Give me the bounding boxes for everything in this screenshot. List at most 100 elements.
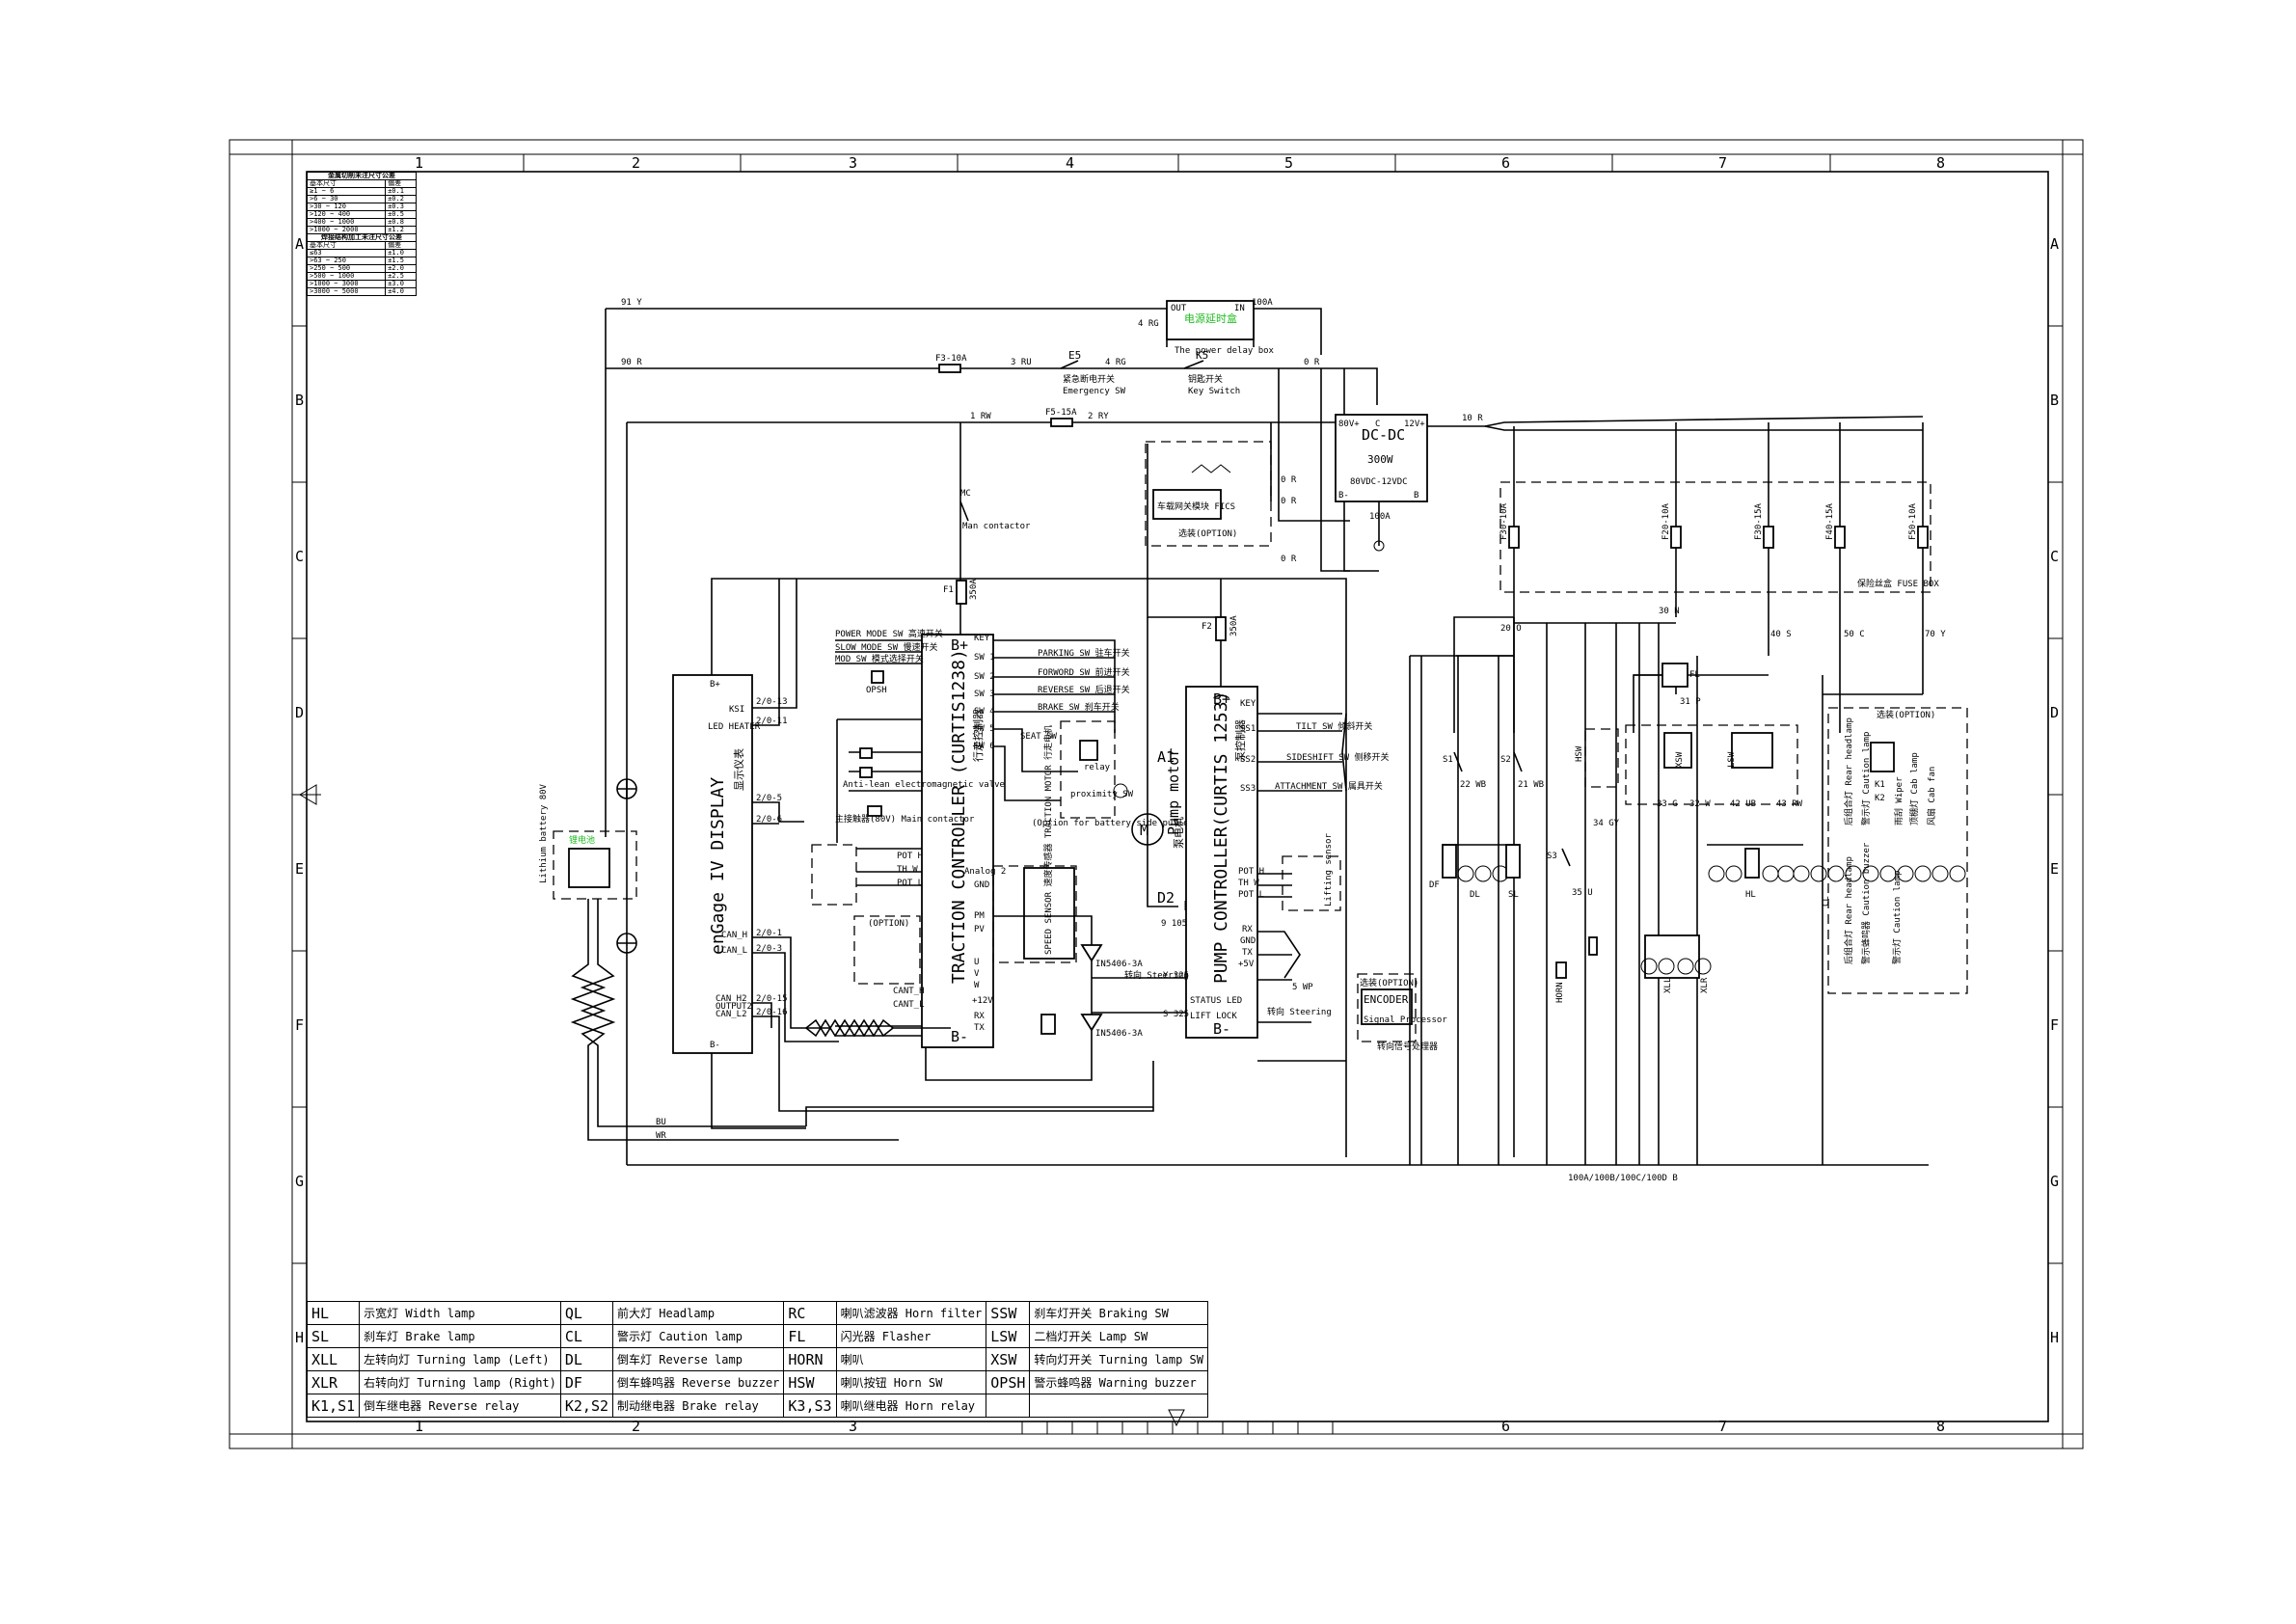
display-pin-bplus: B+ xyxy=(710,680,720,690)
encoder-name: ENCODER xyxy=(1364,993,1409,1006)
switch-s1: S1 xyxy=(1443,755,1453,765)
row-left: C xyxy=(295,548,304,565)
pump-pin: SS3 xyxy=(1240,784,1256,794)
option-item: 雨刮 Wiper xyxy=(1893,776,1904,826)
legend-desc: 左转向灯 Turning lamp (Left) xyxy=(359,1347,561,1371)
pump-controller: PUMP CONTROLLER(CURTIS 1253) 泵控制器 B+ B- … xyxy=(1092,579,1447,1052)
fuse-f40 xyxy=(1834,526,1846,549)
key-switch-name-cn: 钥匙开关 xyxy=(1188,373,1223,385)
row-left: E xyxy=(295,860,304,878)
fuse-f30b-label: F30-15A xyxy=(1754,502,1764,540)
legend-code xyxy=(986,1394,1031,1418)
legend-code: QL xyxy=(559,1301,614,1325)
pump-pin: +5V xyxy=(1238,960,1255,969)
battery-label: Lithium battery 80V xyxy=(539,783,549,883)
traction-pin: Analog 2 xyxy=(964,867,1006,877)
wire-label: 4 RG xyxy=(1105,358,1126,367)
traction-pin: PM xyxy=(974,911,985,921)
display-name: enGage IV DISPLAY xyxy=(708,777,728,955)
key-switch-code: K5 xyxy=(1196,349,1208,362)
legend-desc: 喇叭继电器 Horn relay xyxy=(835,1394,987,1418)
col-top: 8 xyxy=(1936,154,1945,172)
main-12v-wire: 10 R xyxy=(1462,414,1483,423)
wire-label: 42 UB xyxy=(1730,799,1756,809)
lamp-cl: CL xyxy=(1822,896,1831,907)
display-pin-output2: OUTPUT2 xyxy=(716,1002,752,1012)
lamp-row-left: DF DL SL xyxy=(1429,844,1521,900)
emergency-name-cn: 紧急断电开关 xyxy=(1063,373,1115,385)
wire-label: 0 R xyxy=(1304,358,1320,367)
encoder-option: 选装(OPTION) xyxy=(1360,977,1418,988)
col-bottom: 3 xyxy=(849,1418,857,1435)
power-delay-box: 电源延时盒 OUT IN The power delay box 100A xyxy=(1166,298,1275,356)
top-wiring xyxy=(605,308,1379,837)
pump-motor-en: Pump motor xyxy=(1165,748,1182,835)
wire-label: 0 R xyxy=(1281,475,1297,485)
wire-label: 70 Y xyxy=(1925,630,1946,639)
row-right: F xyxy=(2050,1016,2059,1034)
switch-xsw: XSW xyxy=(1675,751,1685,768)
display-pin-canl2: CAN_L2 xyxy=(716,1010,747,1019)
row-right: E xyxy=(2050,860,2059,878)
pump-steering-b: 转向 Steering xyxy=(1267,1006,1332,1017)
traction-switch-label: SEAT SW xyxy=(1020,732,1058,742)
proximity-label: proximity SW xyxy=(1070,790,1134,799)
wire-label: 30 N xyxy=(1659,607,1680,616)
pump-switch-label: SIDESHIFT SW 侧移开关 xyxy=(1286,751,1389,763)
display-pin-ksi: KSI xyxy=(729,705,744,715)
display-wire-canl-b: 2/0-3 xyxy=(756,944,782,954)
wire-label: 3 RU xyxy=(1011,358,1032,367)
legend-desc: 闪光器 Flasher xyxy=(835,1324,987,1348)
traction-switch-label: PARKING SW 驻车开关 xyxy=(1038,647,1130,659)
power-delay-caption: The power delay box xyxy=(1175,346,1275,356)
traction-pin: RX xyxy=(974,1012,985,1021)
pump-wire-c: S 325 xyxy=(1163,1010,1189,1019)
traction-pin: GND xyxy=(974,880,989,890)
legend-code: K3,S3 xyxy=(783,1394,837,1418)
wire-label: 20 O xyxy=(1500,624,1522,634)
legend-code: K2,S2 xyxy=(559,1394,614,1418)
option-item: 警示灯 Caution lamp xyxy=(1891,871,1903,964)
traction-left-label: OPSH xyxy=(866,686,887,695)
legend-code: CL xyxy=(559,1324,614,1348)
legend-code: SSW xyxy=(986,1301,1031,1325)
option-item: 风扇 Cab fan xyxy=(1926,767,1937,826)
display-wire-ksi: 2/0-13 xyxy=(756,697,788,707)
main-contactor-code: MC xyxy=(960,489,971,499)
legend-code: K1,S1 xyxy=(306,1394,361,1418)
fuse-f3: F3-10A xyxy=(935,354,967,373)
legend-desc: 喇叭 xyxy=(835,1347,987,1371)
row-right: B xyxy=(2050,392,2059,409)
traction-pin: SW 2 xyxy=(974,672,995,682)
dcdc-title: DC-DC xyxy=(1362,426,1405,444)
encoder-sub: Signal Processor xyxy=(1364,1015,1447,1025)
lamp-hl: HL xyxy=(1745,890,1756,900)
pump-motor-a1: A1 xyxy=(1157,748,1175,766)
ground-bus: 100A/100B/100C/100D B xyxy=(627,623,1929,1183)
row-right: C xyxy=(2050,548,2059,565)
legend-code: DL xyxy=(559,1347,614,1371)
traction-bminus: B- xyxy=(951,1028,968,1045)
lamp-dl: DL xyxy=(1470,890,1480,900)
diode-label: IN5406-3A xyxy=(1095,1029,1143,1039)
display-wire-canh: 2/0-5 xyxy=(756,794,782,803)
row-left: F xyxy=(295,1016,304,1034)
dcdc-bneg: B- xyxy=(1338,491,1349,501)
legend-desc: 喇叭滤波器 Horn filter xyxy=(835,1301,987,1325)
display-pin-canl: CAN_L xyxy=(721,946,747,956)
dcdc-spec: 80VDC-12VDC xyxy=(1350,477,1408,487)
diode-label: IN5406-3A xyxy=(1095,960,1143,969)
key-switch: K5 钥匙开关 Key Switch xyxy=(1183,349,1240,396)
fuse-f20-label: F20-10A xyxy=(1661,502,1671,540)
legend-code: SL xyxy=(306,1324,361,1348)
traction-left-label: 主接触器(80V) Main contactor xyxy=(835,813,975,825)
option-item: K2 xyxy=(1875,794,1885,803)
col-top: 4 xyxy=(1066,154,1074,172)
traction-left-label: CANT_H xyxy=(893,987,925,996)
pump-switch-label: TILT SW 倾斜开关 xyxy=(1296,720,1372,732)
row-right: A xyxy=(2050,235,2059,253)
